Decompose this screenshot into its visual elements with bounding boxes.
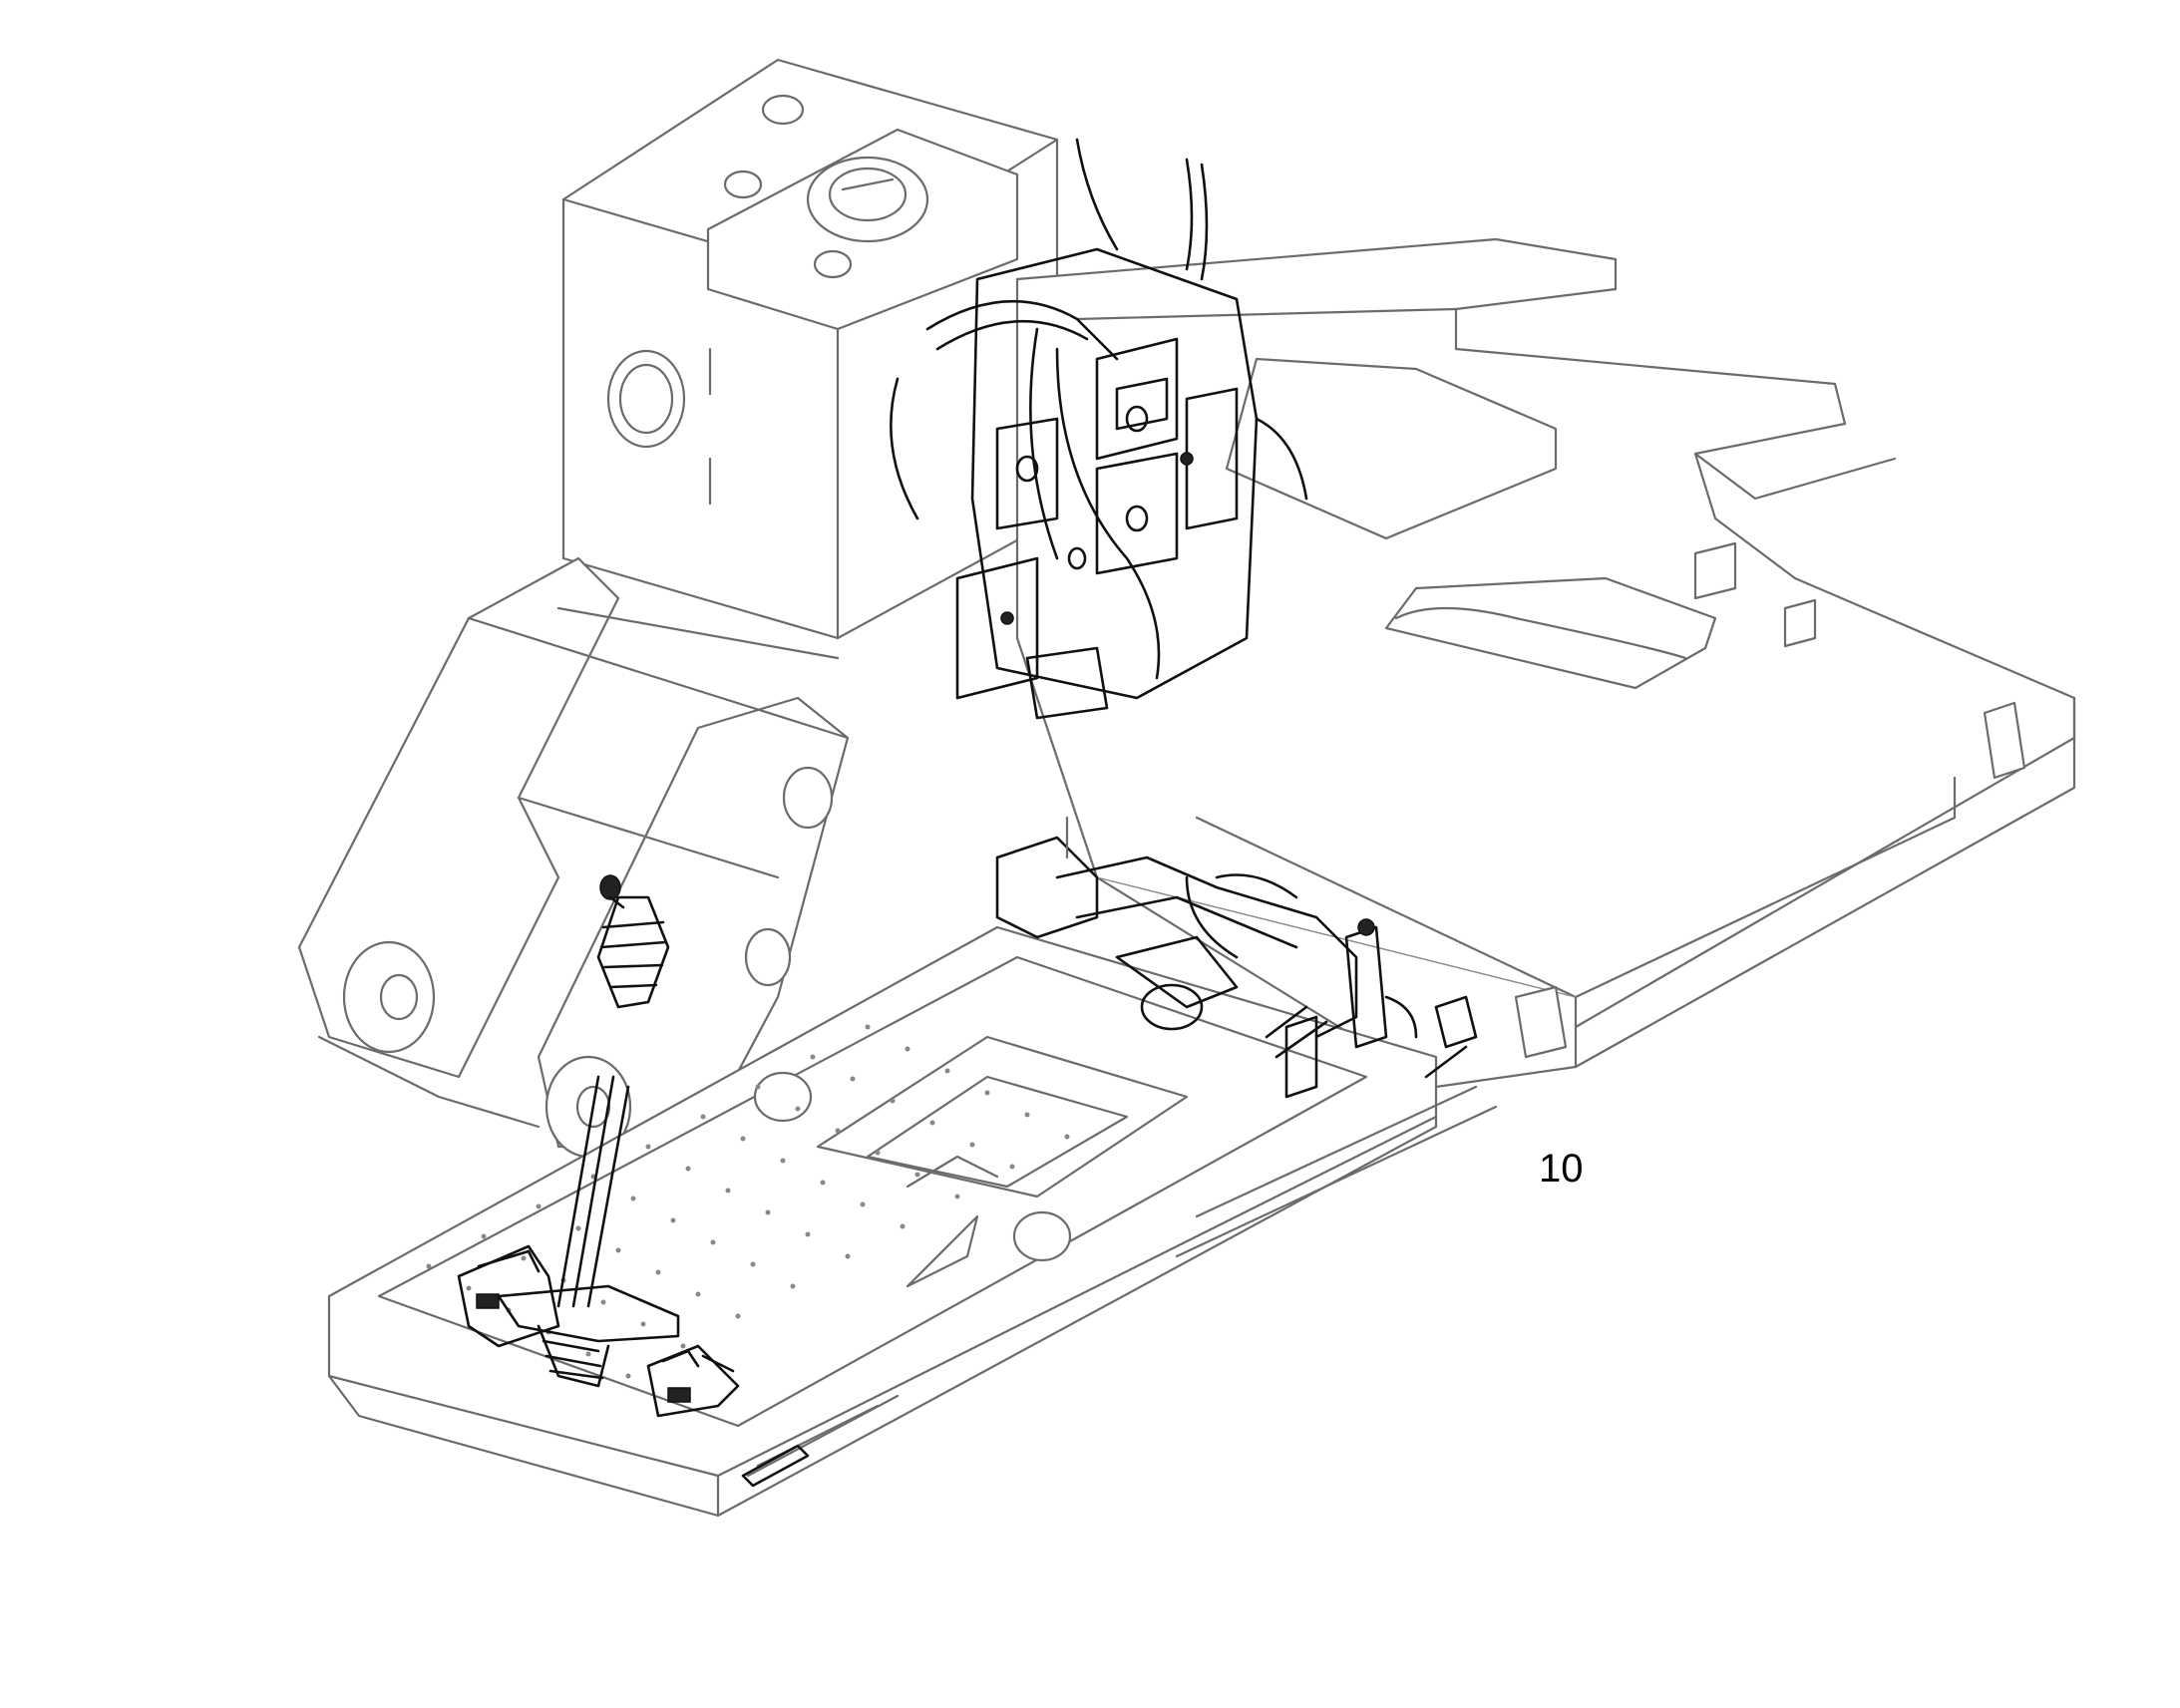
bolt-hole [795,1106,801,1112]
bolt-hole [905,1046,910,1052]
bolt-hole [969,1142,975,1148]
bolt-hole [680,1343,686,1349]
bolt-hole [630,1196,636,1201]
bolt-hole [600,1299,606,1305]
bolt-hole [750,1261,756,1267]
bolt-hole [710,1239,716,1245]
bolt-hole [850,1076,856,1082]
bolt-hole [1024,1112,1030,1118]
bolt-hole [875,1150,881,1156]
floor-plate [327,925,1438,1518]
control-valve-block [890,138,1308,720]
bolt-holes [426,1024,1070,1379]
travel-pedals [457,1075,740,1418]
bolt-hole [765,1209,771,1215]
bolt-hole [481,1233,487,1239]
bolt-hole [640,1321,646,1327]
bolt-hole [805,1231,811,1237]
bolt-hole [645,1144,651,1150]
bolt-hole [1064,1134,1070,1140]
control-lever [596,874,670,1009]
bolt-hole [695,1291,701,1297]
bolt-hole [655,1269,661,1275]
bolt-hole [860,1201,866,1207]
bolt-hole [1009,1164,1015,1170]
bolt-hole [625,1373,631,1379]
bolt-hole [820,1180,826,1186]
bolt-hole [890,1098,896,1104]
main-frame [1015,237,2076,1089]
bolt-hole [700,1114,706,1120]
bolt-hole [790,1283,796,1289]
bolt-hole [900,1223,906,1229]
bolt-hole [585,1351,591,1357]
bolt-hole [755,1084,761,1090]
bolt-hole [780,1158,786,1164]
bolt-hole [575,1225,581,1231]
side-rail-details [741,1085,1498,1488]
bolt-hole [835,1128,841,1134]
bolt-hole [735,1313,741,1319]
bolt-hole [466,1285,472,1291]
bolt-hole [685,1166,691,1172]
bolt-hole [521,1255,527,1261]
bolt-hole [810,1054,816,1060]
bolt-hole [615,1247,621,1253]
bolt-hole [670,1217,676,1223]
item-number-callout: 10 [1539,1147,1584,1191]
hydraulic-tank [561,58,1059,640]
bolt-hole [536,1203,542,1209]
bolt-hole [914,1172,920,1178]
bolt-hole [725,1188,731,1194]
bolt-hole [929,1120,935,1126]
bolt-hole [865,1024,871,1030]
bolt-hole [944,1068,950,1074]
bolt-hole [984,1090,990,1096]
hydraulic-line-assembly [995,816,1478,1099]
bolt-hole [845,1253,851,1259]
swing-bracket [297,556,850,1159]
bolt-hole [954,1194,960,1199]
bolt-hole [740,1136,746,1142]
bolt-hole [426,1263,432,1269]
